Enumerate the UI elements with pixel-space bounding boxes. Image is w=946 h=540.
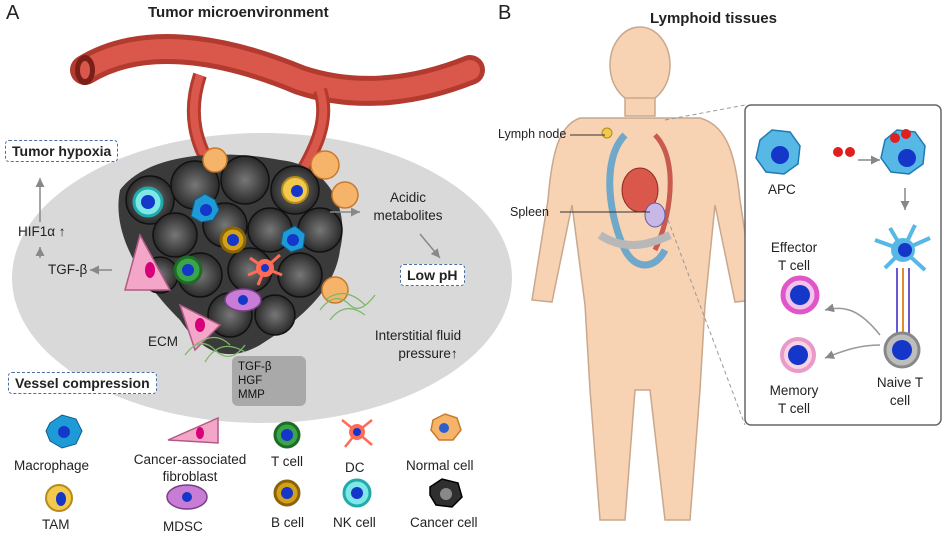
secreted-factor: HGF — [238, 375, 263, 387]
effector-label-line2: T cell — [777, 258, 810, 273]
hif1a-label: HIF1α ↑ — [18, 224, 66, 239]
human-body-silhouette — [531, 26, 756, 521]
tumor-mass — [118, 147, 376, 363]
legend-cancer-cell: Cancer cell — [410, 515, 478, 530]
secreted-factor: MMP — [238, 389, 265, 401]
low-ph-box: Low pH — [400, 264, 465, 286]
legend-normal-cell: Normal cell — [406, 458, 474, 473]
zoom-lines — [664, 104, 746, 426]
acidic-label-line2: metabolites — [373, 208, 443, 223]
legend-macrophage: Macrophage — [14, 458, 90, 473]
secreted-factors-box: TGF-β HGF MMP — [232, 356, 306, 406]
memory-label-line1: Memory — [769, 383, 819, 398]
legend-t-cell: T cell — [271, 454, 304, 469]
t-cells — [780, 275, 921, 373]
immune-synapse — [896, 268, 910, 335]
tgf-beta-label: TGF-β — [48, 262, 88, 277]
panel-b-title: Lymphoid tissues — [650, 10, 777, 27]
legend-mdsc: MDSC — [163, 519, 203, 534]
legend-icons — [45, 413, 463, 512]
panel-a-arrows — [35, 178, 441, 275]
internal-organs — [597, 127, 673, 269]
naive-label-line2: cell — [889, 393, 911, 408]
interstitial-label-line1: Interstitial fluid — [374, 328, 462, 343]
vessel-compression-box: Vessel compression — [8, 372, 157, 394]
panel-b-letter: B — [498, 2, 512, 24]
legend-caf-line1: Cancer-associated — [133, 452, 247, 467]
interstitial-label-line2: pressure↑ — [398, 346, 458, 361]
panel-a-letter: A — [6, 2, 20, 24]
memory-label-line2: T cell — [777, 401, 810, 416]
legend-caf-line2: fibroblast — [162, 469, 218, 484]
apc-label: APC — [768, 182, 796, 197]
tumor-hypoxia-box: Tumor hypoxia — [5, 140, 119, 162]
effector-label-line1: Effector — [770, 240, 818, 255]
ecm-label: ECM — [148, 334, 178, 349]
spleen-label: Spleen — [510, 205, 549, 219]
legend-b-cell: B cell — [271, 515, 305, 530]
naive-label-line1: Naive T — [876, 375, 924, 390]
legend-tam: TAM — [42, 517, 70, 532]
legend-dc: DC — [345, 460, 365, 475]
secreted-factor: TGF-β — [238, 361, 272, 373]
panel-a-title: Tumor microenvironment — [148, 4, 329, 21]
lymph-node-label: Lymph node — [498, 127, 567, 141]
organ-pointers — [560, 134, 650, 213]
apc-cells — [755, 129, 931, 272]
legend-nk-cell: NK cell — [333, 515, 376, 530]
acidic-label-line1: Acidic — [389, 190, 426, 205]
